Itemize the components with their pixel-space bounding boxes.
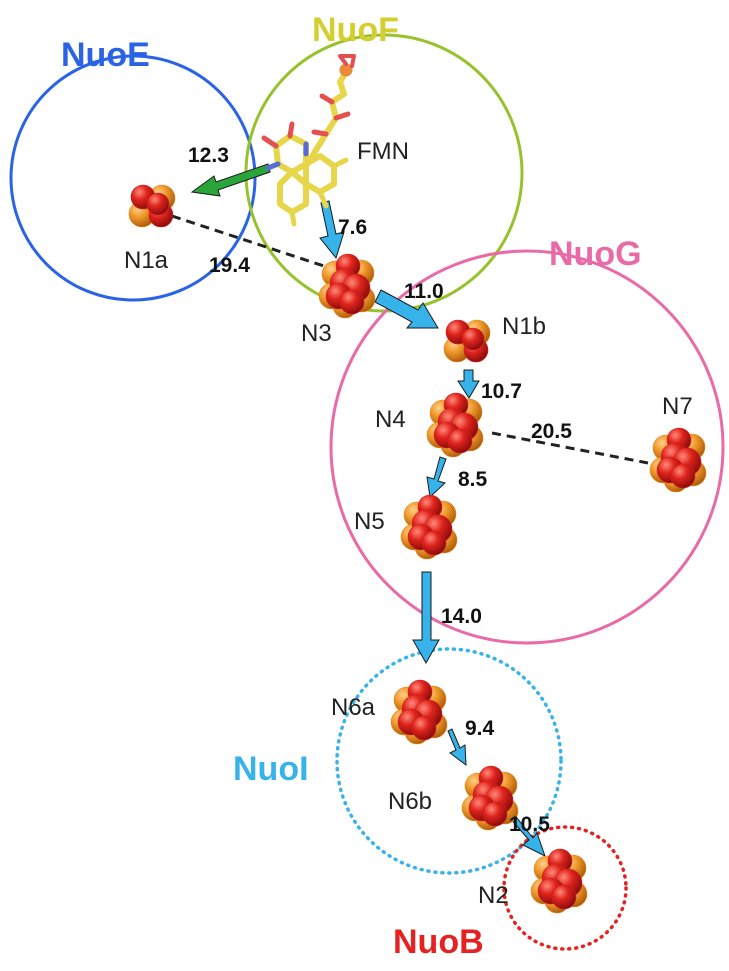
distance-label-n1a-n3: 19.4 [209,254,250,277]
sulfur-atom [482,801,508,827]
sulfur-atom [411,715,437,741]
cluster-label-n6a: N6a [331,694,376,721]
sulfur-atom [670,463,696,489]
cluster-label-n3: N3 [301,320,332,347]
distance-label-n1b-n4: 10.7 [481,380,522,403]
dashed-line-n4-n7 [491,431,649,465]
distance-label-n6b-n2: 10.5 [509,813,550,836]
arrow-n5-n6a [412,571,440,665]
subunit-label-nuoi: NuoI [233,750,309,788]
cluster-n6b-spheres [461,765,519,831]
cluster-label-n1a: N1a [124,247,169,274]
arrow-n6a-n6b [447,728,467,767]
sulfur-atom [461,327,485,351]
cluster-label-fmn: FMN [357,138,409,165]
distance-label-fmn-n1a: 12.3 [188,144,229,167]
sulfur-atom [146,192,170,216]
distance-label-n6a-n6b: 9.4 [465,717,495,740]
nuoi-ring [335,647,563,875]
cluster-label-n7: N7 [662,393,693,420]
cluster-label-n2: N2 [478,882,509,909]
distance-label-n4-n5: 8.5 [458,468,488,491]
sulfur-atom [421,530,447,556]
subunit-label-nuof: NuoF [312,11,399,49]
nuob-ring [502,825,628,951]
cluster-label-n1b: N1b [502,313,546,340]
subunit-label-nuoe: NuoE [61,36,150,74]
distance-label-fmn-n3: 7.6 [338,216,367,239]
cluster-n1b-spheres [443,319,491,363]
cluster-n5-spheres [400,494,458,560]
distance-label-n4-n7: 20.5 [531,420,572,443]
sulfur-atom [447,428,473,454]
cluster-label-n4: N4 [375,406,406,433]
arrow-fmn-n1a [190,163,271,197]
cluster-n7-spheres [649,427,707,493]
sulfur-atom [551,884,577,910]
dashed-line-n1a-n3 [171,214,331,270]
distance-label-n3-n1b: 11.0 [404,280,444,303]
arrow-fmn-n3 [319,200,345,260]
cluster-label-n6b: N6b [388,788,432,815]
nuog-ring [329,249,725,645]
fmn-molecule [261,54,356,227]
cluster-n4-spheres [426,392,484,458]
cluster-n2-spheres [530,848,588,914]
cluster-n1a-spheres [128,184,176,228]
arrow-n1b-n4 [457,369,480,399]
cluster-label-n5: N5 [354,508,385,535]
distance-label-n5-n6a: 14.0 [441,605,482,628]
cluster-n6a-spheres [390,679,448,745]
subunit-label-nuob: NuoB [393,923,484,961]
cluster-n3-spheres [318,253,376,319]
subunit-label-nuog: NuoG [549,235,642,273]
nuoe-ring [9,54,257,302]
arrow-n4-n5 [426,456,447,499]
arrow-n3-n1b [374,289,439,329]
sulfur-atom [339,289,365,315]
